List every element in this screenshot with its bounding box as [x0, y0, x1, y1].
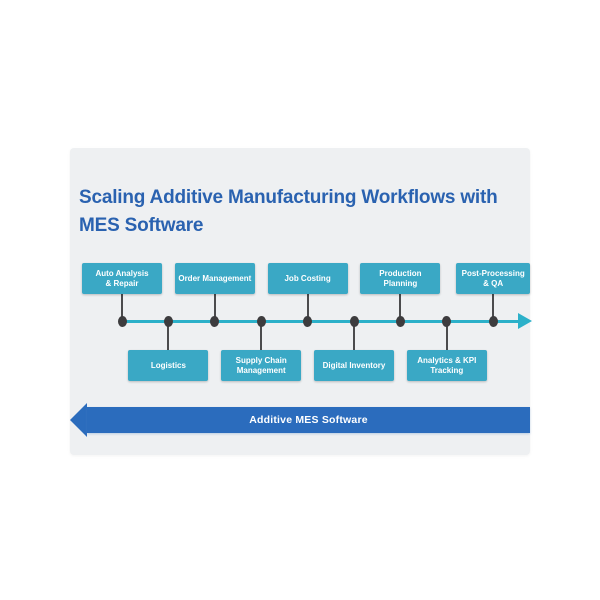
step-box: Digital Inventory [314, 350, 394, 381]
step-dot [117, 315, 127, 327]
step-box: Logistics [128, 350, 209, 381]
step-dot [349, 315, 359, 327]
step-connector [492, 294, 495, 321]
step-box: Order Management [174, 263, 255, 294]
step-box: Analytics & KPI Tracking [406, 350, 487, 381]
page-title: Scaling Additive Manufacturing Workflows… [79, 184, 530, 240]
step-connector [121, 294, 123, 321]
banner-body: Additive MES Software [87, 407, 530, 433]
banner-left-arrow-icon [70, 403, 87, 437]
step-connector [260, 321, 263, 350]
step-box: Auto Analysis & Repair [82, 263, 162, 294]
step-connector [353, 321, 355, 350]
step-dot [256, 315, 266, 327]
step-box: Production Planning [360, 263, 441, 294]
banner-label: Additive MES Software [249, 414, 368, 426]
timeline-line [122, 319, 518, 323]
step-dot [442, 315, 452, 327]
step-dot [210, 315, 220, 327]
mes-banner: Additive MES Software [70, 403, 530, 437]
timeline-arrowhead-icon [518, 313, 532, 329]
step-box: Job Costing [267, 263, 348, 294]
infographic-card: Scaling Additive Manufacturing Workflows… [70, 148, 532, 455]
step-dot [488, 315, 498, 327]
title-line-1: Scaling Additive Manufacturing Workflows… [79, 187, 498, 208]
step-box: Post-Processing & QA [456, 263, 531, 294]
step-connector [399, 294, 402, 321]
step-connector [445, 321, 448, 350]
step-dot [395, 315, 405, 327]
step-box: Supply Chain Management [221, 350, 302, 381]
title-line-2: MES Software [79, 215, 204, 236]
step-connector [306, 294, 309, 321]
step-connector [213, 294, 216, 321]
step-dot [303, 315, 313, 327]
step-dot [163, 315, 173, 327]
step-connector [167, 321, 170, 350]
